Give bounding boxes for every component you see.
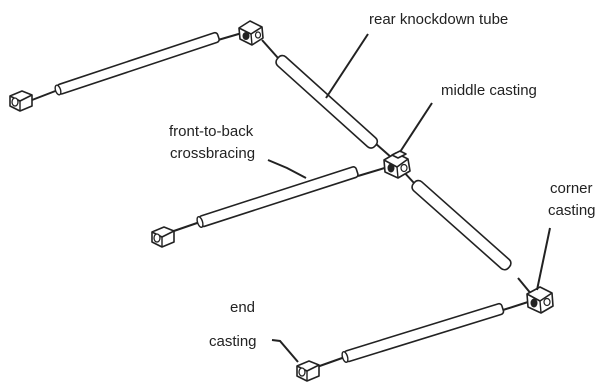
label-front-to-back-line1: front-to-back	[169, 123, 254, 140]
top-crossbracing-tube	[31, 31, 243, 101]
rear-knockdown-tube-lower	[401, 169, 533, 296]
bottom-crossbracing-tube	[313, 301, 529, 369]
leader-end-casting	[271, 339, 299, 363]
label-end-line2: casting	[209, 333, 257, 350]
end-casting-top	[9, 90, 33, 112]
middle-casting	[383, 150, 411, 179]
leader-corner-casting	[536, 227, 551, 291]
label-corner-line1: corner	[550, 180, 593, 197]
label-corner-line2: casting	[548, 202, 596, 219]
leader-rear-knockdown-tube	[325, 33, 369, 99]
corner-casting-top	[238, 20, 264, 46]
label-rear-knockdown-tube: rear knockdown tube	[369, 11, 508, 28]
leader-middle-casting	[399, 102, 433, 153]
end-casting-middle	[151, 226, 175, 248]
label-end-line1: end	[230, 299, 255, 316]
leader-front-to-back	[267, 159, 307, 179]
rear-knockdown-tube-upper	[261, 39, 393, 159]
label-front-to-back-line2: crossbracing	[170, 145, 255, 162]
label-middle-casting: middle casting	[441, 82, 537, 99]
middle-crossbracing-tube	[167, 166, 389, 234]
end-casting-bottom	[296, 360, 320, 382]
corner-casting	[526, 286, 554, 314]
